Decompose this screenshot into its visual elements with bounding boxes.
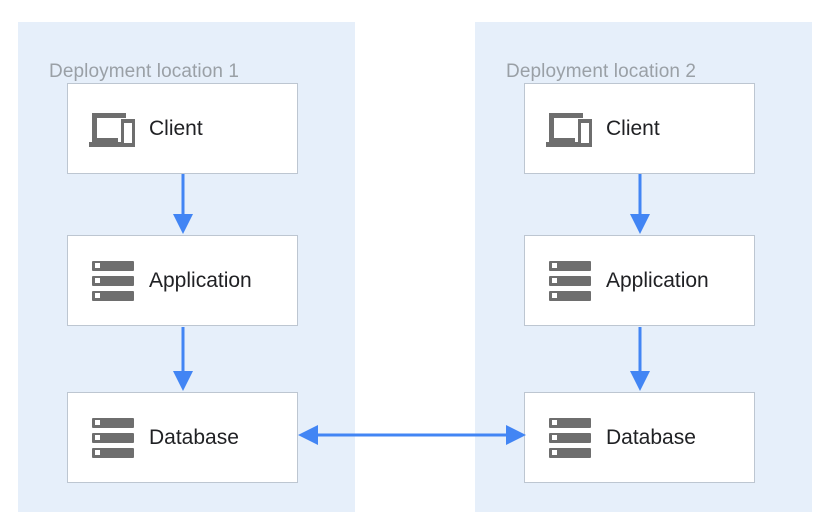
devices-icon [87,107,139,151]
node-application-2[interactable]: Application [524,235,755,326]
server-stack-icon [87,259,139,303]
node-database-2-label: Database [606,426,696,449]
node-client-2-label: Client [606,117,660,140]
server-bar [92,417,134,428]
arrow-client-1-to-application-1 [163,174,203,236]
arrow-application-2-to-database-2 [620,327,660,393]
zone-1-title: Deployment location 1 [49,61,240,82]
server-bar [549,417,591,428]
server-bar [549,447,591,458]
arrow-client-2-to-application-2 [620,174,660,236]
zone-2-node-layer: Client Application Database [475,22,812,512]
server-stack-icon [87,416,139,460]
arrow-database-1-to-database-2-bidirectional [297,415,527,455]
server-bar [549,260,591,271]
zone-1-node-layer: Client Application Database [18,22,355,512]
server-bar [549,432,591,443]
zone-2-title: Deployment location 2 [506,61,697,82]
node-client-1-label: Client [149,117,203,140]
node-application-1-label: Application [149,269,252,292]
devices-icon [544,107,596,151]
arrow-application-1-to-database-1 [163,327,203,393]
node-application-2-label: Application [606,269,709,292]
server-bar [549,290,591,301]
node-client-2[interactable]: Client [524,83,755,174]
server-stack-icon [544,416,596,460]
node-database-2[interactable]: Database [524,392,755,483]
server-bar [549,275,591,286]
server-bar [92,275,134,286]
node-client-1[interactable]: Client [67,83,298,174]
server-bar [92,447,134,458]
server-bar [92,290,134,301]
node-application-1[interactable]: Application [67,235,298,326]
node-database-1-label: Database [149,426,239,449]
server-bar [92,260,134,271]
server-bar [92,432,134,443]
node-database-1[interactable]: Database [67,392,298,483]
server-stack-icon [544,259,596,303]
